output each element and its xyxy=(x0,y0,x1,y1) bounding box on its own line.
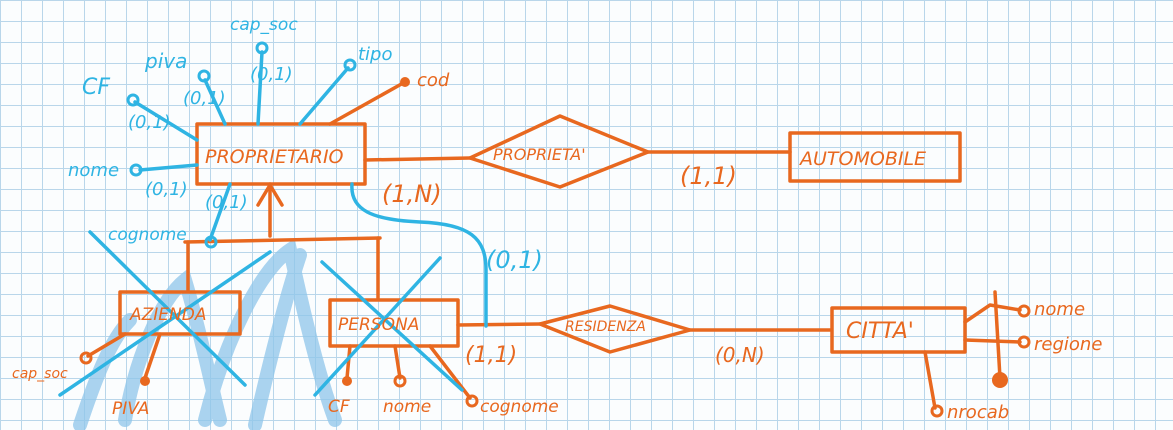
attr-persona-nome-label: nome xyxy=(383,397,431,417)
orange-attribute-dots xyxy=(140,77,1008,388)
orange-attribute-rings xyxy=(79,304,1031,418)
entity-automobile-label: AUTOMOBILE xyxy=(798,148,926,170)
attr-citta-nrocab-label: nrocab xyxy=(947,402,1009,423)
attr-azienda-cap-soc-label: cap_soc xyxy=(12,366,68,382)
blue-strokes xyxy=(58,50,488,397)
attr-citta-regione-label: regione xyxy=(1034,334,1102,355)
attr-cf-label: CF xyxy=(82,75,110,100)
attr-persona-cognome-label: cognome xyxy=(480,397,559,417)
attr-persona-cf-label: CF xyxy=(328,397,350,417)
entity-azienda-label: AZIENDA xyxy=(129,305,206,325)
card-proprietario-proprieta: (1,N) xyxy=(382,180,442,208)
attr-cod-label: cod xyxy=(417,70,450,91)
card-citta-residenza: (0,N) xyxy=(715,343,765,367)
entity-proprietario-label: PROPRIETARIO xyxy=(205,146,344,168)
attr-cap-soc-label: cap_soc xyxy=(230,15,298,35)
relationship-residenza-label: RESIDENZA xyxy=(565,319,646,335)
entity-citta-box xyxy=(830,306,967,354)
attr-cognome-label: cognome xyxy=(108,225,187,245)
card-nome: (0,1) xyxy=(145,179,188,200)
scribble-strokes xyxy=(73,238,342,430)
card-proprietario-residenza: (0,1) xyxy=(486,246,543,274)
card-cap-soc: (0,1) xyxy=(250,64,293,85)
card-piva: (0,1) xyxy=(183,88,226,109)
orange-strokes xyxy=(86,80,1022,410)
entity-proprietario-box xyxy=(195,122,367,186)
card-cf: (0,1) xyxy=(128,112,171,133)
attr-azienda-piva-label: PIVA xyxy=(112,399,149,419)
card-persona-residenza: (1,1) xyxy=(465,343,517,368)
blue-attribute-rings xyxy=(126,41,357,249)
entity-citta-label: CITTA' xyxy=(846,319,914,344)
entity-azienda-box xyxy=(118,290,242,336)
entity-persona-label: PERSONA xyxy=(338,315,419,335)
attr-citta-nome-label: nome xyxy=(1034,299,1085,320)
relationship-proprieta-label: PROPRIETA' xyxy=(493,145,586,164)
card-automobile-proprieta: (1,1) xyxy=(680,162,737,190)
attr-nome-label: nome xyxy=(68,160,119,181)
attr-tipo-label: tipo xyxy=(358,44,393,65)
card-cognome: (0,1) xyxy=(205,192,248,213)
entity-automobile-box xyxy=(788,131,962,183)
attr-piva-label: piva xyxy=(144,49,187,73)
